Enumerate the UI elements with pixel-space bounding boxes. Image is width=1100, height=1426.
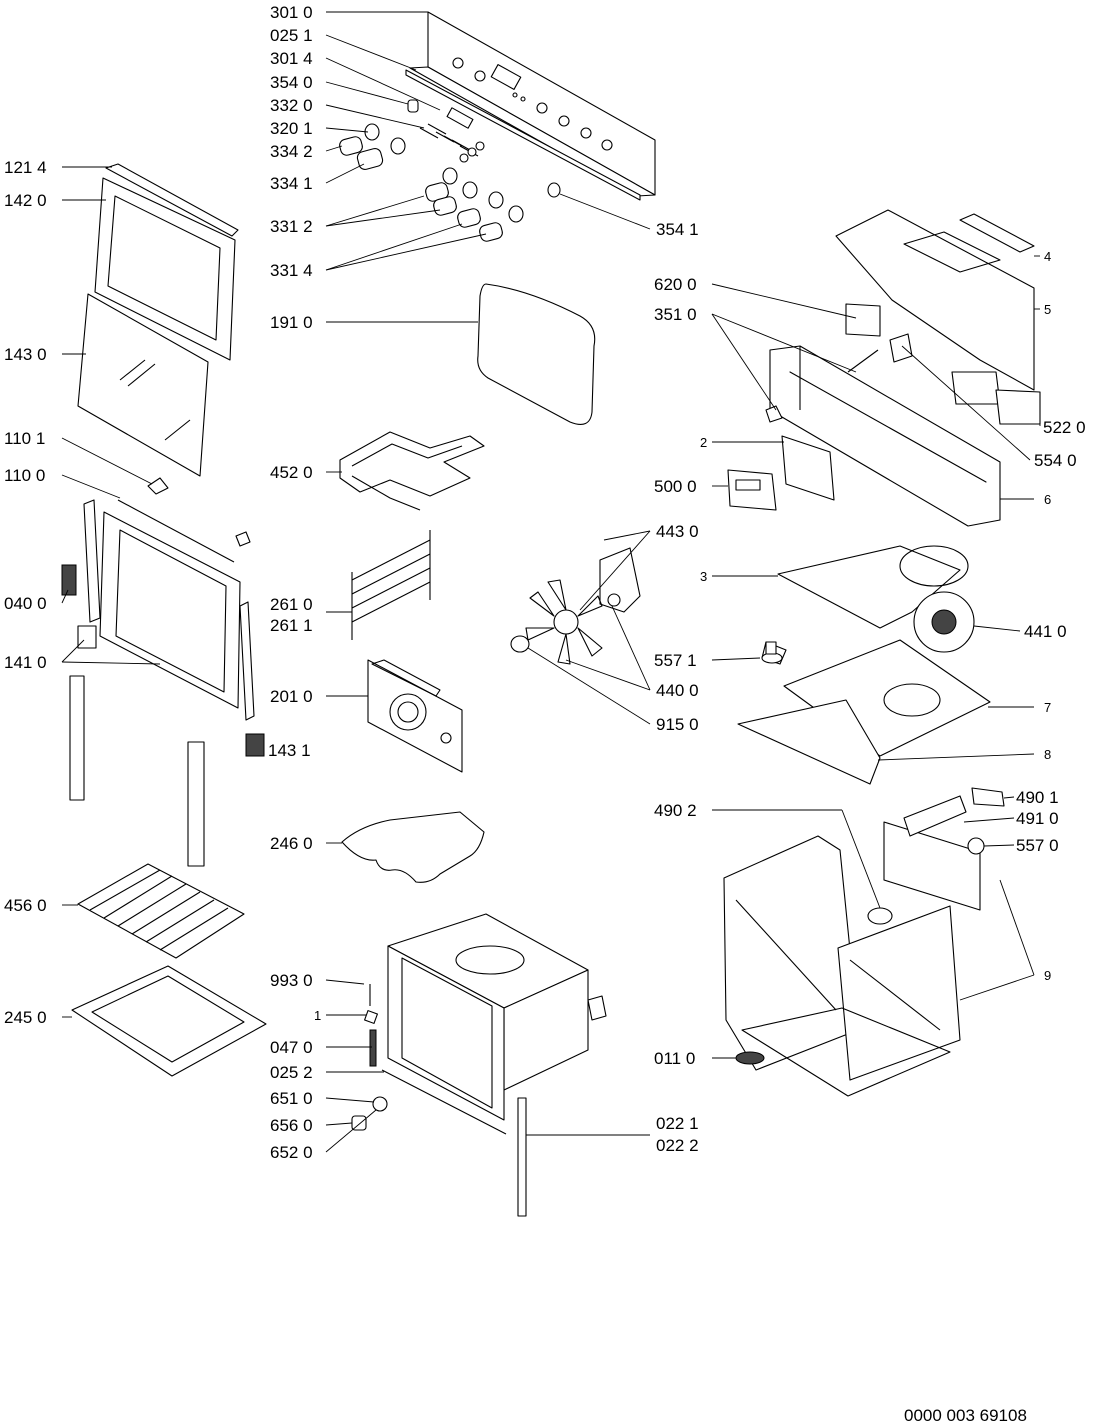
fan-motor-drawing xyxy=(510,547,641,665)
label-191-0: 191 0 xyxy=(270,313,313,332)
label-025-1: 025 1 xyxy=(270,26,313,45)
cabinet-frame-drawing xyxy=(723,787,1005,1097)
label-443-0: 443 0 xyxy=(656,522,699,541)
label-491-0: 491 0 xyxy=(1016,809,1059,828)
leader-lines xyxy=(61,11,1041,1153)
strip-left-drawing xyxy=(69,675,85,801)
label-2: 2 xyxy=(700,435,707,450)
label-652-0: 652 0 xyxy=(270,1143,313,1162)
label-3: 3 xyxy=(700,569,707,584)
back-panel-drawing xyxy=(765,345,1001,527)
label-201-0: 201 0 xyxy=(270,687,313,706)
label-040-0: 040 0 xyxy=(4,594,47,613)
door-trim-drawing xyxy=(105,163,239,237)
label-5: 5 xyxy=(1044,302,1051,317)
label-121-4: 121 4 xyxy=(4,158,47,177)
wire-shelf-drawing xyxy=(77,863,245,959)
clip-drawing xyxy=(147,477,169,495)
label-301-4: 301 4 xyxy=(270,49,313,68)
label-143-0: 143 0 xyxy=(4,345,47,364)
cover-plate-drawing xyxy=(777,545,975,653)
label-1: 1 xyxy=(314,1008,321,1023)
label-351-0: 351 0 xyxy=(654,305,697,324)
baking-tray-drawing xyxy=(71,965,267,1077)
knob-drawings xyxy=(339,123,561,242)
label-456-0: 246 0 xyxy=(270,834,313,853)
label-047-0: 047 0 xyxy=(270,1038,313,1057)
label-620-0: 620 0 xyxy=(654,275,697,294)
label-7: 7 xyxy=(1044,700,1051,715)
label-334-1: 334 1 xyxy=(270,174,313,193)
inner-door-drawing xyxy=(61,499,265,757)
label-320-1: 320 1 xyxy=(270,119,313,138)
switch-cluster-drawing xyxy=(407,99,485,163)
label-142-0: 142 0 xyxy=(4,191,47,210)
thermostat-drawing xyxy=(761,641,783,664)
door-frame-drawing xyxy=(94,177,236,361)
label-332-0: 332 0 xyxy=(270,96,313,115)
label-246-0: 245 0 xyxy=(4,1008,47,1027)
document-number: 0000 003 69108 xyxy=(904,1406,1027,1425)
gasket-drawing xyxy=(477,283,596,425)
label-656-0: 656 0 xyxy=(270,1116,313,1135)
label-141-0: 141 0 xyxy=(4,653,47,672)
label-143-1: 143 1 xyxy=(268,741,311,760)
label-110-1: 110 1 xyxy=(4,429,45,448)
label-4: 4 xyxy=(1044,249,1051,264)
label-334-2: 334 2 xyxy=(270,142,313,161)
timer-drawing xyxy=(727,435,835,511)
label-993-0: 993 0 xyxy=(270,971,313,990)
label-557-1: 557 1 xyxy=(654,651,697,670)
label-245-0: 456 0 xyxy=(4,896,47,915)
label-022-1: 022 1 xyxy=(656,1114,699,1133)
label-490-1: 490 1 xyxy=(1016,788,1059,807)
label-331-2: 331 2 xyxy=(270,217,313,236)
label-261-1: 261 1 xyxy=(270,616,313,635)
label-022-2: 022 2 xyxy=(656,1136,699,1155)
labels-left: 121 4 142 0 143 0 110 1 110 0 040 0 141 … xyxy=(4,158,47,1027)
door-glass-drawing xyxy=(77,293,209,477)
top-housing-drawing xyxy=(835,209,1041,425)
labels-center: 301 0 025 1 301 4 354 0 332 0 320 1 334 … xyxy=(268,3,699,1162)
label-331-4: 331 4 xyxy=(270,261,313,280)
label-490-2: 490 2 xyxy=(654,801,697,820)
label-301-0: 301 0 xyxy=(270,3,313,22)
label-025-2: 025 2 xyxy=(270,1063,313,1082)
label-110-0: 110 0 xyxy=(4,466,45,485)
oven-cavity-drawing xyxy=(351,913,607,1217)
label-651-0: 651 0 xyxy=(270,1089,313,1108)
bottom-element-drawing xyxy=(341,811,485,883)
grill-element-drawing xyxy=(339,431,485,511)
labels-right: 4 5 620 0 351 0 522 0 554 0 2 500 0 6 44… xyxy=(654,249,1086,1068)
label-354-0: 354 0 xyxy=(270,73,313,92)
label-440-0: 440 0 xyxy=(656,681,699,700)
label-6: 6 xyxy=(1044,492,1051,507)
label-441-0: 441 0 xyxy=(1024,622,1067,641)
control-panel-drawing xyxy=(405,11,656,201)
label-8: 8 xyxy=(1044,747,1051,762)
fan-cover-drawing xyxy=(367,659,463,773)
label-261-0: 261 0 xyxy=(270,595,313,614)
label-915-0: 915 0 xyxy=(656,715,699,734)
label-452-0: 452 0 xyxy=(270,463,313,482)
label-9: 9 xyxy=(1044,968,1051,983)
runner-drawing xyxy=(351,530,431,640)
label-522-0: 522 0 xyxy=(1043,418,1086,437)
label-554-0: 554 0 xyxy=(1034,451,1077,470)
label-557-0: 557 0 xyxy=(1016,836,1059,855)
label-500-0: 500 0 xyxy=(654,477,697,496)
strip-right-drawing xyxy=(187,741,205,867)
label-011-0: 011 0 xyxy=(654,1049,695,1068)
label-354-1: 354 1 xyxy=(656,220,699,239)
